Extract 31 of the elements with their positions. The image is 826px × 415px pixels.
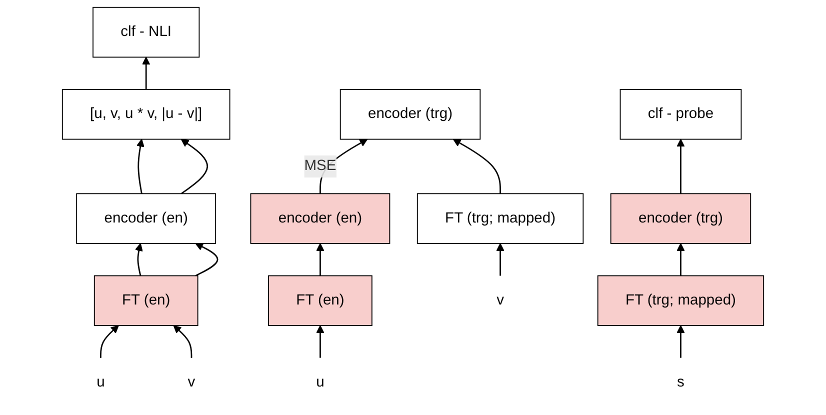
- node-box: FT (trg; mapped): [416, 193, 584, 244]
- node-text: s: [677, 374, 684, 390]
- node-box: FT (en): [94, 275, 198, 326]
- node-box: encoder (trg): [340, 89, 481, 140]
- node-box: clf - NLI: [92, 6, 200, 58]
- arrow: [676, 243, 685, 276]
- node-box: encoder (en): [250, 193, 390, 244]
- node-box: FT (trg; mapped): [597, 275, 764, 326]
- arrow: [100, 325, 119, 358]
- node-text: u: [96, 374, 105, 390]
- arrow: [676, 138, 685, 194]
- arrow: [134, 243, 143, 276]
- arrow: [136, 138, 144, 194]
- arrow: [676, 325, 685, 358]
- node-text: u: [316, 374, 324, 390]
- node-text: v: [188, 374, 196, 390]
- arrow: [496, 243, 504, 276]
- arrow: [142, 56, 150, 90]
- arrow: [452, 138, 501, 194]
- node-box: clf - probe: [620, 89, 742, 140]
- node-box: [u, v, u * v, |u - v|]: [62, 89, 230, 140]
- node-box: FT (en): [268, 275, 372, 326]
- node-box: encoder (en): [76, 193, 216, 244]
- arrow: [316, 325, 324, 358]
- arrow: [316, 243, 324, 276]
- node-box: encoder (trg): [610, 193, 752, 244]
- arrow: [195, 243, 218, 276]
- edge-label: MSE: [304, 158, 336, 174]
- node-text: v: [496, 292, 504, 308]
- arrow: [173, 325, 192, 358]
- arrow: [180, 138, 208, 194]
